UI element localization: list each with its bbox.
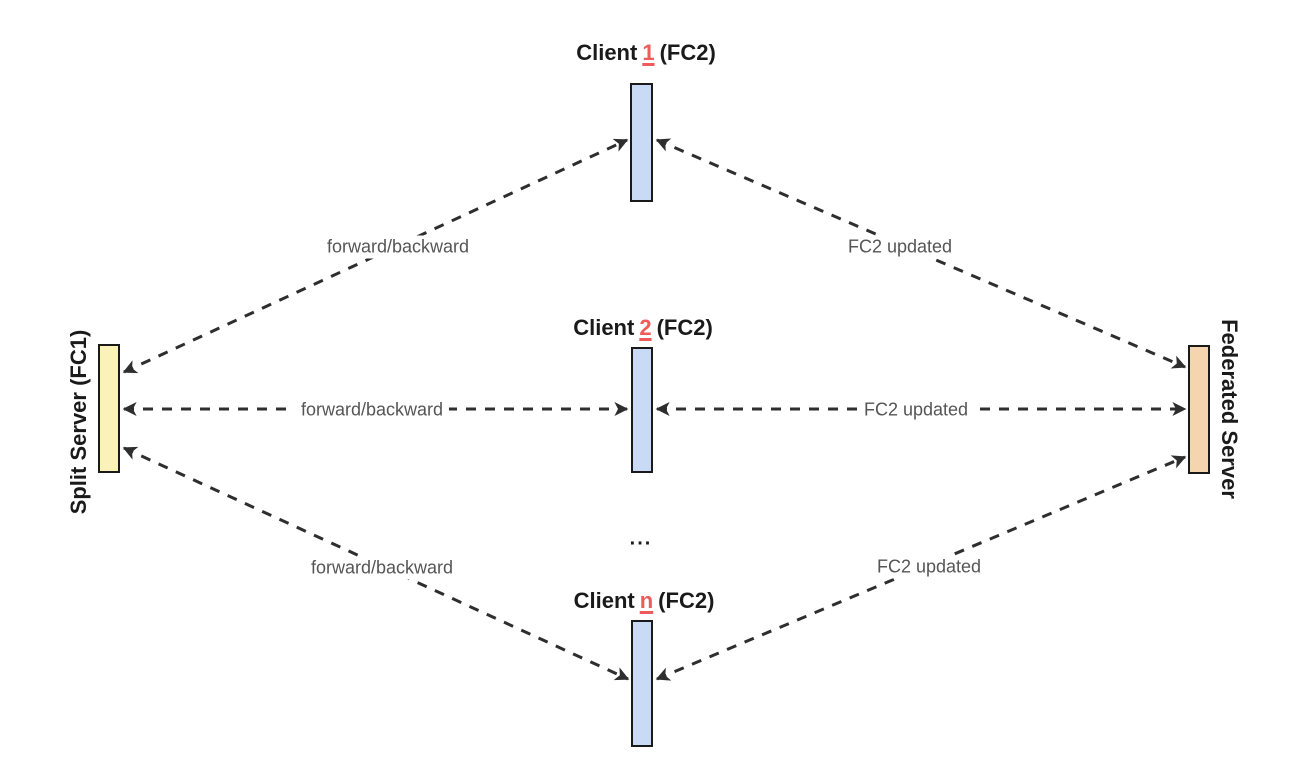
edge-label-forward-backward-top: forward/backward <box>320 235 476 259</box>
client-n-id: n <box>639 588 654 613</box>
edge-label-fc2-updated-bottom: FC2 updated <box>870 555 988 579</box>
edge-split-to-client1 <box>122 138 629 374</box>
client-1-title-prefix: Client <box>576 40 638 65</box>
client-n-title-prefix: Client <box>573 588 635 613</box>
client-n-title-suffix: (FC2) <box>658 588 715 613</box>
edge-label-forward-backward-middle: forward/backward <box>294 398 450 422</box>
client-1-id: 1 <box>642 40 655 65</box>
federated-server-node <box>1188 345 1210 474</box>
client-2-title-prefix: Client <box>573 315 635 340</box>
client-1-node <box>630 83 653 202</box>
client-1-title-suffix: (FC2) <box>659 40 716 65</box>
edge-label-fc2-updated-middle: FC2 updated <box>857 398 975 422</box>
split-server-label: Split Server (FC1) <box>66 329 91 515</box>
federated-server-label: Federated Server <box>1217 319 1242 499</box>
client-2-title-suffix: (FC2) <box>656 315 713 340</box>
client-2-id: 2 <box>639 315 652 340</box>
clients-ellipsis: ... <box>629 527 653 550</box>
edge-split-to-clientn <box>122 446 630 681</box>
edge-label-forward-backward-bottom: forward/backward <box>304 556 460 580</box>
client-2-node <box>631 347 653 473</box>
split-server-node <box>98 344 120 473</box>
edge-label-fc2-updated-top: FC2 updated <box>841 235 959 259</box>
client-n-node <box>631 620 653 747</box>
